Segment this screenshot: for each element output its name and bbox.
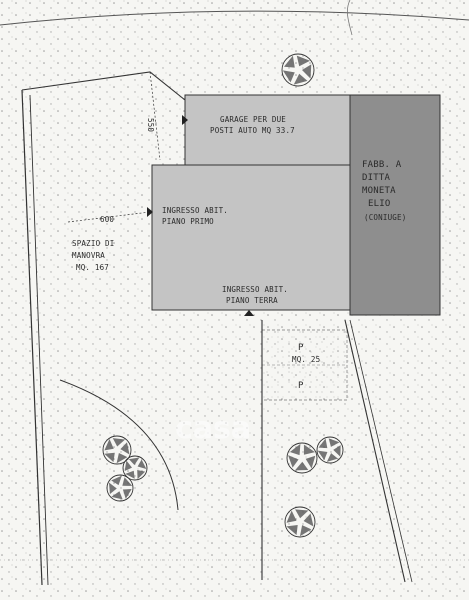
top-curve (346, 0, 353, 36)
entry-ground-floor-line-2: PIANO TERRA (226, 296, 278, 305)
entry-first-floor-line-1: INGRESSO ABIT. (162, 206, 228, 215)
dim-line-horizontal (67, 211, 151, 223)
fabbricato-a-building (349, 94, 441, 316)
house-building (151, 164, 351, 311)
top-boundary-line (0, 10, 469, 26)
dim-line-vertical (149, 71, 161, 161)
tree-icon (281, 53, 315, 87)
maneuver-area-line-2: MANOVRA (72, 251, 105, 260)
maneuver-area-line-1: SPAZIO DI (72, 239, 114, 248)
fabb-label-line-1: FABB. A (362, 160, 402, 170)
parking-area-label: MQ. 25 (292, 355, 320, 364)
lot-left-edge-outer (21, 89, 43, 586)
fabb-label-line-3: MONETA (362, 186, 396, 196)
parking-label-p-bottom: P (298, 381, 304, 391)
tree-symbols (102, 53, 344, 538)
tree-icon (284, 506, 316, 538)
tree-icon (316, 436, 344, 464)
entry-first-floor-line-2: PIANO PRIMO (162, 217, 214, 226)
green-area-curve (59, 379, 179, 511)
garage-label-line-1: GARAGE PER DUE (220, 115, 286, 124)
dim-label-550: 550 (146, 118, 155, 132)
fabb-label-line-2: DITTA (362, 173, 390, 183)
fabb-label-line-4: ELIO (368, 199, 390, 209)
first-floor-entry-marker (147, 207, 153, 217)
garage-building (184, 94, 351, 166)
tree-icon (102, 435, 132, 465)
bottom-lot-right-edge-inner (349, 319, 413, 583)
garage-label-line-2: POSTI AUTO MQ 33.7 (210, 126, 295, 135)
entry-ground-floor-line-1: INGRESSO ABIT. (222, 285, 288, 294)
tree-icon (286, 442, 318, 474)
dim-label-600: 600 (100, 215, 114, 224)
fabb-label-line-5: (CONIUGE) (364, 213, 406, 222)
tree-icon (122, 455, 148, 481)
lot-left-edge-inner (29, 94, 49, 586)
maneuver-area-line-3: MQ. 167 (76, 263, 109, 272)
parking-label-p-top: P (298, 343, 304, 353)
tree-icon (106, 474, 134, 502)
bottom-lot-right-edge (344, 319, 406, 583)
garage-entry-marker (182, 115, 188, 125)
ground-floor-entry-marker (244, 310, 254, 316)
watermark: casa (175, 411, 251, 446)
